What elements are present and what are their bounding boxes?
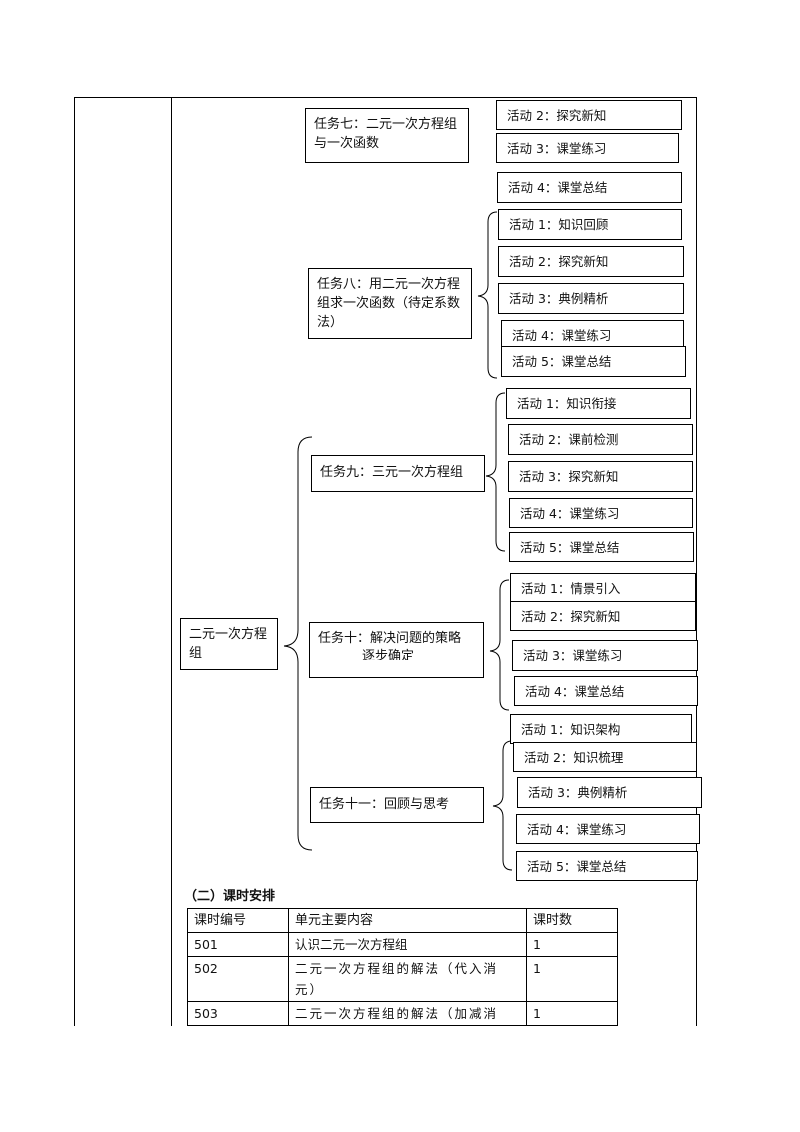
task-7-activity-2: 活动 2：探究新知 bbox=[496, 100, 682, 130]
root-topic-box: 二元一次方程组 bbox=[180, 618, 278, 670]
activity-label: 活动 4：课堂总结 bbox=[508, 180, 608, 195]
table-cell: 502 bbox=[187, 956, 289, 1002]
table-cell: 503 bbox=[187, 1001, 289, 1026]
task-11-activity-1: 活动 1：知识架构 bbox=[510, 714, 692, 744]
activity-label: 活动 3：典例精析 bbox=[509, 291, 609, 306]
page-frame bbox=[74, 97, 697, 1026]
root-topic-label: 二元一次方程组 bbox=[189, 627, 268, 661]
table-cell: 二元一次方程组的解法（代入消元） bbox=[288, 956, 527, 1002]
task-8-activity-3: 活动 3：典例精析 bbox=[498, 283, 684, 314]
task-7-activity-3: 活动 3：课堂练习 bbox=[496, 133, 679, 163]
task-11-activity-3: 活动 3：典例精析 bbox=[517, 777, 702, 808]
activity-label: 活动 4：课堂总结 bbox=[525, 683, 625, 699]
activity-label: 活动 3：课堂练习 bbox=[523, 648, 623, 663]
activity-label: 活动 2：知识梳理 bbox=[524, 749, 624, 765]
table-header-row: 课时编号 单元主要内容 课时数 bbox=[187, 908, 618, 933]
task-8-activity-5: 活动 5：课堂总结 bbox=[501, 346, 686, 377]
activity-label: 活动 1：情景引入 bbox=[521, 580, 621, 596]
task-10-activity-2: 活动 2：探究新知 bbox=[510, 601, 696, 631]
task-8-activity-2: 活动 2：探究新知 bbox=[498, 246, 684, 277]
activity-label: 活动 5：课堂总结 bbox=[512, 354, 612, 369]
activity-label: 活动 1：知识衔接 bbox=[517, 396, 617, 411]
task-10-activity-1: 活动 1：情景引入 bbox=[510, 573, 696, 603]
table-cell: 认识二元一次方程组 bbox=[288, 932, 527, 957]
activity-label: 活动 5：课堂总结 bbox=[527, 858, 627, 874]
column-header: 课时数 bbox=[526, 908, 618, 933]
activity-label: 活动 2：探究新知 bbox=[509, 254, 609, 269]
task-10-extra: 逐步确定 bbox=[362, 649, 415, 660]
schedule-heading: （二）课时安排 bbox=[184, 889, 276, 904]
task-9-label: 任务九：三元一次方程组 bbox=[320, 465, 464, 480]
table-cell: 1 bbox=[526, 956, 618, 1002]
task-10-activity-3: 活动 3：课堂练习 bbox=[512, 640, 698, 671]
task-10-label: 任务十：解决问题的策略 bbox=[318, 631, 462, 646]
task-11-activity-2: 活动 2：知识梳理 bbox=[513, 742, 697, 772]
task-11-activity-5: 活动 5：课堂总结 bbox=[516, 851, 698, 881]
activity-label: 活动 3：典例精析 bbox=[528, 785, 628, 800]
table-cell: 1 bbox=[526, 1001, 618, 1026]
activity-label: 活动 2：探究新知 bbox=[507, 107, 607, 123]
task-7-label: 任务七：二元一次方程组与一次函数 bbox=[314, 117, 458, 151]
task-11-label: 任务十一：回顾与思考 bbox=[319, 797, 450, 812]
task-7-box: 任务七：二元一次方程组与一次函数 bbox=[305, 108, 469, 163]
activity-label: 活动 2：课前检测 bbox=[519, 432, 619, 447]
activity-label: 活动 1：知识回顾 bbox=[509, 217, 609, 232]
activity-label: 活动 5：课堂总结 bbox=[520, 539, 620, 555]
activity-label: 活动 1：知识架构 bbox=[521, 721, 621, 737]
activity-label: 活动 3：课堂练习 bbox=[507, 140, 607, 156]
task-7-activity-4: 活动 4：课堂总结 bbox=[497, 172, 682, 203]
task-9-activity-3: 活动 3：探究新知 bbox=[508, 461, 693, 492]
task-11-box: 任务十一：回顾与思考 bbox=[310, 787, 484, 823]
table-cell: 1 bbox=[526, 932, 618, 957]
column-header: 单元主要内容 bbox=[288, 908, 527, 933]
activity-label: 活动 3：探究新知 bbox=[519, 469, 619, 484]
table-cell: 二元一次方程组的解法（加减消 bbox=[288, 1001, 527, 1026]
table-row: 502 二元一次方程组的解法（代入消元） 1 bbox=[187, 956, 618, 1002]
task-9-activity-2: 活动 2：课前检测 bbox=[508, 424, 693, 455]
activity-label: 活动 4：课堂练习 bbox=[520, 505, 620, 521]
table-row: 503 二元一次方程组的解法（加减消 1 bbox=[187, 1001, 618, 1026]
task-8-box: 任务八：用二元一次方程组求一次函数（待定系数法） bbox=[308, 268, 472, 339]
activity-label: 活动 4：课堂练习 bbox=[512, 327, 612, 343]
activity-label: 活动 2：探究新知 bbox=[521, 608, 621, 624]
table-cell: 501 bbox=[187, 932, 289, 957]
task-9-activity-4: 活动 4：课堂练习 bbox=[509, 498, 693, 528]
task-9-box: 任务九：三元一次方程组 bbox=[311, 455, 485, 492]
activity-label: 活动 4：课堂练习 bbox=[527, 821, 627, 837]
task-8-label: 任务八：用二元一次方程组求一次函数（待定系数法） bbox=[317, 277, 461, 330]
column-divider bbox=[171, 97, 172, 1026]
task-8-activity-1: 活动 1：知识回顾 bbox=[498, 209, 682, 240]
task-9-activity-5: 活动 5：课堂总结 bbox=[509, 532, 694, 562]
task-10-activity-4: 活动 4：课堂总结 bbox=[514, 676, 698, 706]
table-row: 501 认识二元一次方程组 1 bbox=[187, 932, 618, 957]
column-header: 课时编号 bbox=[187, 908, 289, 933]
task-9-activity-1: 活动 1：知识衔接 bbox=[506, 388, 691, 419]
task-10-box: 任务十：解决问题的策略 逐步确定 bbox=[309, 622, 484, 678]
schedule-table: 课时编号 单元主要内容 课时数 501 认识二元一次方程组 1 502 二元一次… bbox=[187, 908, 618, 1026]
task-11-activity-4: 活动 4：课堂练习 bbox=[516, 814, 700, 844]
